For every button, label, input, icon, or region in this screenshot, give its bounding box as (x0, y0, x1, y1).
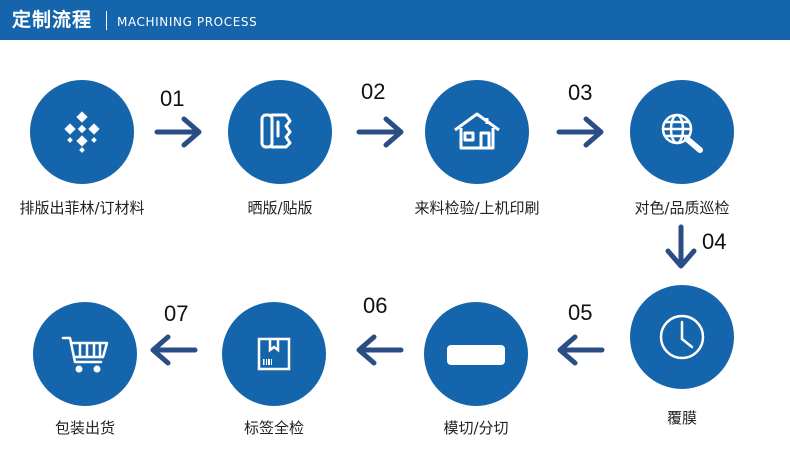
connector-04-number: 04 (702, 229, 727, 254)
globe-magnifier-icon (661, 113, 703, 153)
shopping-cart-icon (61, 336, 109, 373)
step-2-circle (228, 80, 332, 184)
step-5-circle (630, 285, 734, 389)
connector-05-number: 05 (568, 300, 593, 325)
step-6-label: 模切/分切 (443, 419, 509, 437)
step-1-label: 排版出菲林/订材料 (19, 199, 145, 217)
step-5-label: 覆膜 (666, 409, 697, 427)
barcode-box-icon (257, 337, 291, 371)
left-arrow-icon (150, 334, 198, 366)
step-4-label: 对色/品质巡检 (634, 199, 730, 217)
document-fold-icon (260, 113, 292, 149)
down-arrow-icon (665, 224, 697, 269)
connector-03-number: 03 (568, 80, 593, 105)
clock-icon (659, 314, 705, 360)
header-divider (106, 11, 107, 30)
house-icon (454, 112, 500, 150)
step-3-label: 来料检验/上机印刷 (414, 199, 540, 217)
left-arrow-icon (557, 334, 605, 366)
step-6-circle (424, 302, 528, 406)
connector-06-number: 06 (363, 293, 388, 318)
step-1-circle (30, 80, 134, 184)
diamond-dots-icon (64, 111, 100, 153)
right-arrow-icon (154, 116, 202, 148)
header-subtitle: MACHINING PROCESS (117, 15, 258, 29)
connector-02-number: 02 (361, 79, 386, 104)
header-bar: 定制流程 MACHINING PROCESS (0, 0, 790, 40)
step-8-circle (33, 302, 137, 406)
step-3-circle (425, 80, 529, 184)
step-7-label: 标签全检 (243, 419, 304, 437)
right-arrow-icon (556, 116, 604, 148)
connector-07-number: 07 (164, 301, 189, 326)
header-title: 定制流程 (12, 9, 93, 31)
connector-01-number: 01 (160, 86, 185, 111)
left-arrow-icon (356, 334, 404, 366)
step-4-circle (630, 80, 734, 184)
right-arrow-icon (356, 116, 404, 148)
step-8-label: 包装出货 (54, 419, 115, 437)
blade-bar-icon (447, 345, 505, 365)
step-2-label: 晒版/贴版 (247, 199, 313, 217)
step-7-circle (222, 302, 326, 406)
